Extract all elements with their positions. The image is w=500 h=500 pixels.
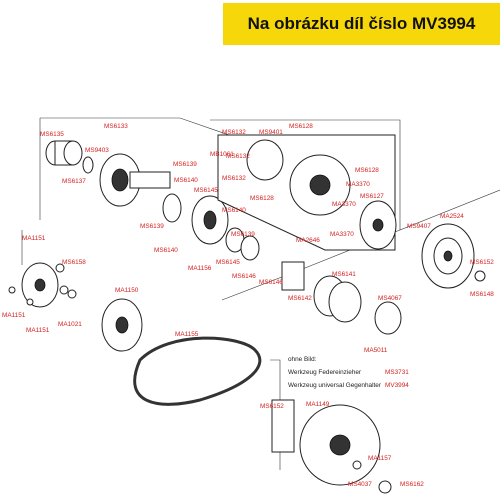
variator-rollers	[8, 262, 77, 308]
note-code-mv3994: MV3994	[385, 382, 409, 389]
label-mb1061: MB1061	[210, 151, 234, 158]
centrifugal-clutch	[217, 134, 397, 251]
label-ms6139-b: MS6139	[140, 223, 164, 230]
note-werkzeug-federeinzieher: Werkzeug Federeinzieher	[288, 369, 362, 376]
title-banner: Na obrázku díl číslo MV3994	[223, 3, 500, 45]
label-ma5011: MA5011	[364, 347, 388, 354]
label-ms6132: MS6132	[222, 129, 246, 136]
label-ms6162: MS6162	[400, 481, 424, 488]
label-ms6128-b: MS6128	[355, 167, 379, 174]
label-ms9401: MS9401	[259, 129, 283, 136]
label-ma1150: MA1150	[115, 287, 139, 294]
label-ms6158: MS6158	[62, 259, 86, 266]
label-ma2524: MA2524	[440, 213, 464, 220]
label-ms6140-c: MS6140	[222, 207, 246, 214]
label-ms6145-b: MS6145	[216, 259, 240, 266]
label-ms6137: MS6137	[62, 178, 86, 185]
drive-pulley	[101, 298, 143, 352]
clutch-bell	[421, 223, 486, 289]
label-ms6148: MS6148	[470, 291, 494, 298]
label-ms6141: MS6141	[332, 271, 356, 278]
label-ma1156: MA1156	[188, 265, 212, 272]
label-ms6132-c: MS6132	[222, 175, 246, 182]
frame-line	[210, 119, 401, 230]
label-ma1149: MA1149	[306, 401, 330, 408]
label-ms6152: MS6152	[470, 259, 494, 266]
label-ma1151: MA1151	[22, 235, 46, 242]
label-ma3370: MA3370	[346, 181, 370, 188]
label-ms6128: MS6128	[289, 123, 313, 130]
label-ma1151-b: MA1151	[2, 312, 26, 319]
note-ohne-bild: ohne Bild:	[288, 356, 317, 363]
label-ms6146: MS6146	[232, 273, 256, 280]
label-ms6127: MS6127	[360, 193, 384, 200]
variator-fan	[271, 399, 392, 494]
drive-belt	[133, 336, 262, 406]
label-ma2646: MA2646	[296, 237, 320, 244]
label-ma1157: MA1157	[368, 455, 392, 462]
label-ms6142: MS6142	[288, 295, 312, 302]
label-ma1021: MA1021	[58, 321, 82, 328]
note-werkzeug-gegenhalter: Werkzeug universal Gegenhalter	[288, 382, 382, 389]
label-ms6128-c: MS6128	[250, 195, 274, 202]
label-ms6140: MS6140	[174, 177, 198, 184]
label-ma3370-c: MA3370	[330, 231, 354, 238]
label-ms9407: MS9407	[407, 223, 431, 230]
label-ms9403: MS9403	[85, 147, 109, 154]
label-ma1155: MA1155	[175, 331, 199, 338]
label-ms6139: MS6139	[173, 161, 197, 168]
label-ms6133: MS6133	[104, 123, 128, 130]
note-code-ms3731: MS3731	[385, 369, 409, 376]
label-ms6140-b: MS6140	[154, 247, 178, 254]
label-ms6135: MS6135	[40, 131, 64, 138]
clutch-springs	[281, 261, 402, 335]
label-ms4067: MS4067	[378, 295, 402, 302]
label-ms6152-b: MS6152	[260, 403, 284, 410]
title-text: Na obrázku díl číslo MV3994	[247, 14, 476, 33]
clutch-assembly	[45, 140, 260, 261]
label-ma1151-c: MA1151	[26, 327, 50, 334]
label-ms4037: MS4037	[348, 481, 372, 488]
label-ms6145: MS6145	[194, 187, 218, 194]
label-ma3370-b: MA3370	[332, 201, 356, 208]
label-ms6139-c: MS6139	[231, 231, 255, 238]
label-ms6132-b: MS6132	[226, 153, 250, 160]
label-ms6146-b: MS6146	[259, 279, 283, 286]
